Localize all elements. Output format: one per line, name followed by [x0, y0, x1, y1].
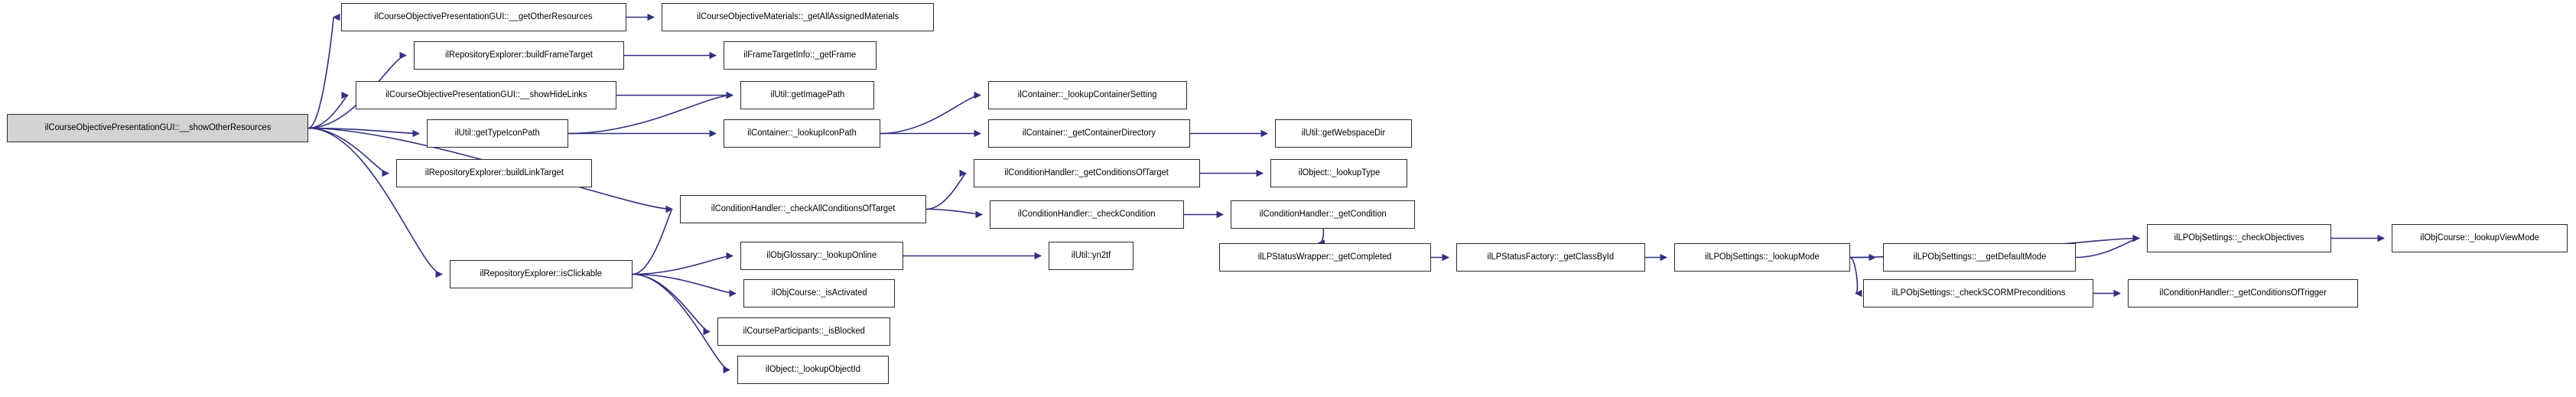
graph-node[interactable]: ilRepositoryExplorer::buildFrameTarget — [414, 41, 624, 70]
graph-node[interactable]: ilUtil::getImagePath — [740, 81, 874, 109]
graph-node-label: ilContainer::_getContainerDirectory — [1022, 128, 1156, 138]
graph-node-label: ilFrameTargetInfo::_getFrame — [743, 50, 857, 60]
graph-node[interactable]: ilLPObjSettings::_lookupMode — [1674, 243, 1850, 272]
graph-edge — [307, 127, 443, 278]
graph-edge — [307, 127, 420, 138]
graph-edge — [925, 169, 967, 210]
graph-node[interactable]: ilCourseObjectivePresentationGUI::__getO… — [341, 3, 626, 31]
graph-node[interactable]: ilObjGlossary::_lookupOnline — [740, 242, 903, 270]
graph-edge — [632, 273, 730, 374]
graph-edge — [307, 15, 341, 129]
graph-node-label: ilRepositoryExplorer::buildFrameTarget — [445, 50, 593, 60]
graph-node-label: ilLPObjSettings::_checkObjectives — [2174, 233, 2304, 242]
graph-node-label: ilConditionHandler::_checkCondition — [1018, 209, 1156, 219]
graph-node-label: ilCourseObjectivePresentationGUI::__getO… — [374, 11, 594, 21]
graph-node[interactable]: ilRepositoryExplorer::buildLinkTarget — [396, 159, 592, 187]
graph-node[interactable]: ilConditionHandler::_getConditionsOfTrig… — [2128, 279, 2358, 308]
graph-node-label: ilCourseObjectivePresentationGUI::__show… — [44, 122, 271, 132]
graph-node[interactable]: ilFrameTargetInfo::_getFrame — [724, 41, 877, 70]
graph-node-label: ilObjCourse::_lookupViewMode — [2420, 233, 2539, 242]
graph-node-label: ilConditionHandler::_getConditionsOfTarg… — [1004, 168, 1169, 177]
graph-node[interactable]: ilObjCourse::_isActivated — [743, 279, 895, 308]
graph-edge — [2075, 234, 2140, 259]
graph-node[interactable]: ilCourseParticipants::_isBlocked — [717, 317, 890, 346]
graph-node[interactable]: ilContainer::_lookupContainerSetting — [988, 81, 1187, 109]
graph-node-label: ilLPStatusFactory::_getClassById — [1487, 252, 1615, 262]
graph-node[interactable]: ilContainer::_getContainerDirectory — [988, 119, 1190, 148]
graph-node[interactable]: ilConditionHandler::_checkCondition — [990, 200, 1184, 229]
graph-node-root[interactable]: ilCourseObjectivePresentationGUI::__show… — [7, 114, 308, 142]
graph-node-label: ilLPStatusWrapper::_getCompleted — [1258, 252, 1392, 262]
graph-edge — [632, 273, 737, 298]
graph-node-label: ilConditionHandler::_getConditionsOfTrig… — [2159, 288, 2327, 298]
graph-edge — [307, 91, 349, 129]
graph-node-label: ilCourseObjectivePresentationGUI::__show… — [385, 89, 587, 99]
graph-node[interactable]: ilCourseObjectiveMaterials::_getAllAssig… — [662, 3, 934, 31]
graph-edge — [307, 127, 389, 177]
graph-node[interactable]: ilConditionHandler::_getCondition — [1231, 200, 1415, 229]
graph-node-label: ilObject::_lookupType — [1298, 168, 1380, 177]
graph-edge — [1849, 256, 1862, 298]
graph-node[interactable]: ilLPStatusWrapper::_getCompleted — [1219, 243, 1431, 272]
graph-node[interactable]: ilRepositoryExplorer::isClickable — [450, 260, 633, 288]
graph-node-label: ilContainer::_lookupIconPath — [747, 128, 857, 138]
graph-edge — [632, 205, 673, 275]
graph-node-label: ilLPObjSettings::_checkSCORMPrecondition… — [1891, 288, 2065, 298]
graph-node-label: ilRepositoryExplorer::buildLinkTarget — [424, 168, 564, 177]
graph-node[interactable]: ilObjCourse::_lookupViewMode — [2392, 224, 2568, 252]
graph-node[interactable]: ilCourseObjectivePresentationGUI::__show… — [356, 81, 616, 109]
graph-node[interactable]: ilConditionHandler::_checkAllConditionsO… — [680, 195, 926, 223]
graph-node[interactable]: ilLPObjSettings::_checkObjectives — [2147, 224, 2331, 252]
graph-node-label: ilRepositoryExplorer::isClickable — [480, 268, 603, 278]
graph-edge — [632, 252, 733, 275]
graph-node[interactable]: ilLPObjSettings::__getDefaultMode — [1883, 243, 2076, 272]
graph-node-label: ilUtil::getWebspaceDir — [1301, 128, 1386, 138]
graph-node[interactable]: ilContainer::_lookupIconPath — [724, 119, 880, 148]
graph-node-label: ilObjGlossary::_lookupOnline — [766, 250, 877, 260]
graph-node[interactable]: ilLPObjSettings::_checkSCORMPrecondition… — [1863, 279, 2093, 308]
graph-edge — [880, 91, 981, 135]
graph-node[interactable]: ilConditionHandler::_getConditionsOfTarg… — [974, 159, 1200, 187]
graph-node-label: ilConditionHandler::_checkAllConditionsO… — [711, 203, 896, 213]
graph-node-label: ilContainer::_lookupContainerSetting — [1018, 89, 1157, 99]
graph-node-label: ilLPObjSettings::_lookupMode — [1705, 252, 1820, 262]
graph-node-label: ilObject::_lookupObjectId — [765, 364, 861, 374]
graph-node[interactable]: ilUtil::getWebspaceDir — [1275, 119, 1412, 148]
graph-node-label: ilUtil::getImagePath — [770, 89, 844, 99]
graph-node-label: ilUtil::yn2tf — [1071, 250, 1111, 260]
graph-node[interactable]: ilUtil::yn2tf — [1049, 242, 1134, 270]
graph-node-label: ilLPObjSettings::__getDefaultMode — [1913, 252, 2046, 262]
graph-node-label: ilConditionHandler::_getCondition — [1259, 209, 1387, 219]
graph-edge — [925, 208, 983, 219]
graph-edge — [1317, 228, 1325, 247]
graph-node[interactable]: ilUtil::getTypeIconPath — [427, 119, 568, 148]
graph-node[interactable]: ilLPStatusFactory::_getClassById — [1456, 243, 1645, 272]
graph-node[interactable]: ilObject::_lookupObjectId — [737, 356, 889, 384]
graph-node-label: ilObjCourse::_isActivated — [771, 288, 867, 298]
graph-node[interactable]: ilObject::_lookupType — [1270, 159, 1407, 187]
graph-node-label: ilCourseObjectiveMaterials::_getAllAssig… — [696, 11, 899, 21]
graph-edge — [632, 273, 711, 336]
graph-node-label: ilUtil::getTypeIconPath — [454, 128, 540, 138]
graph-node-label: ilCourseParticipants::_isBlocked — [743, 326, 865, 336]
